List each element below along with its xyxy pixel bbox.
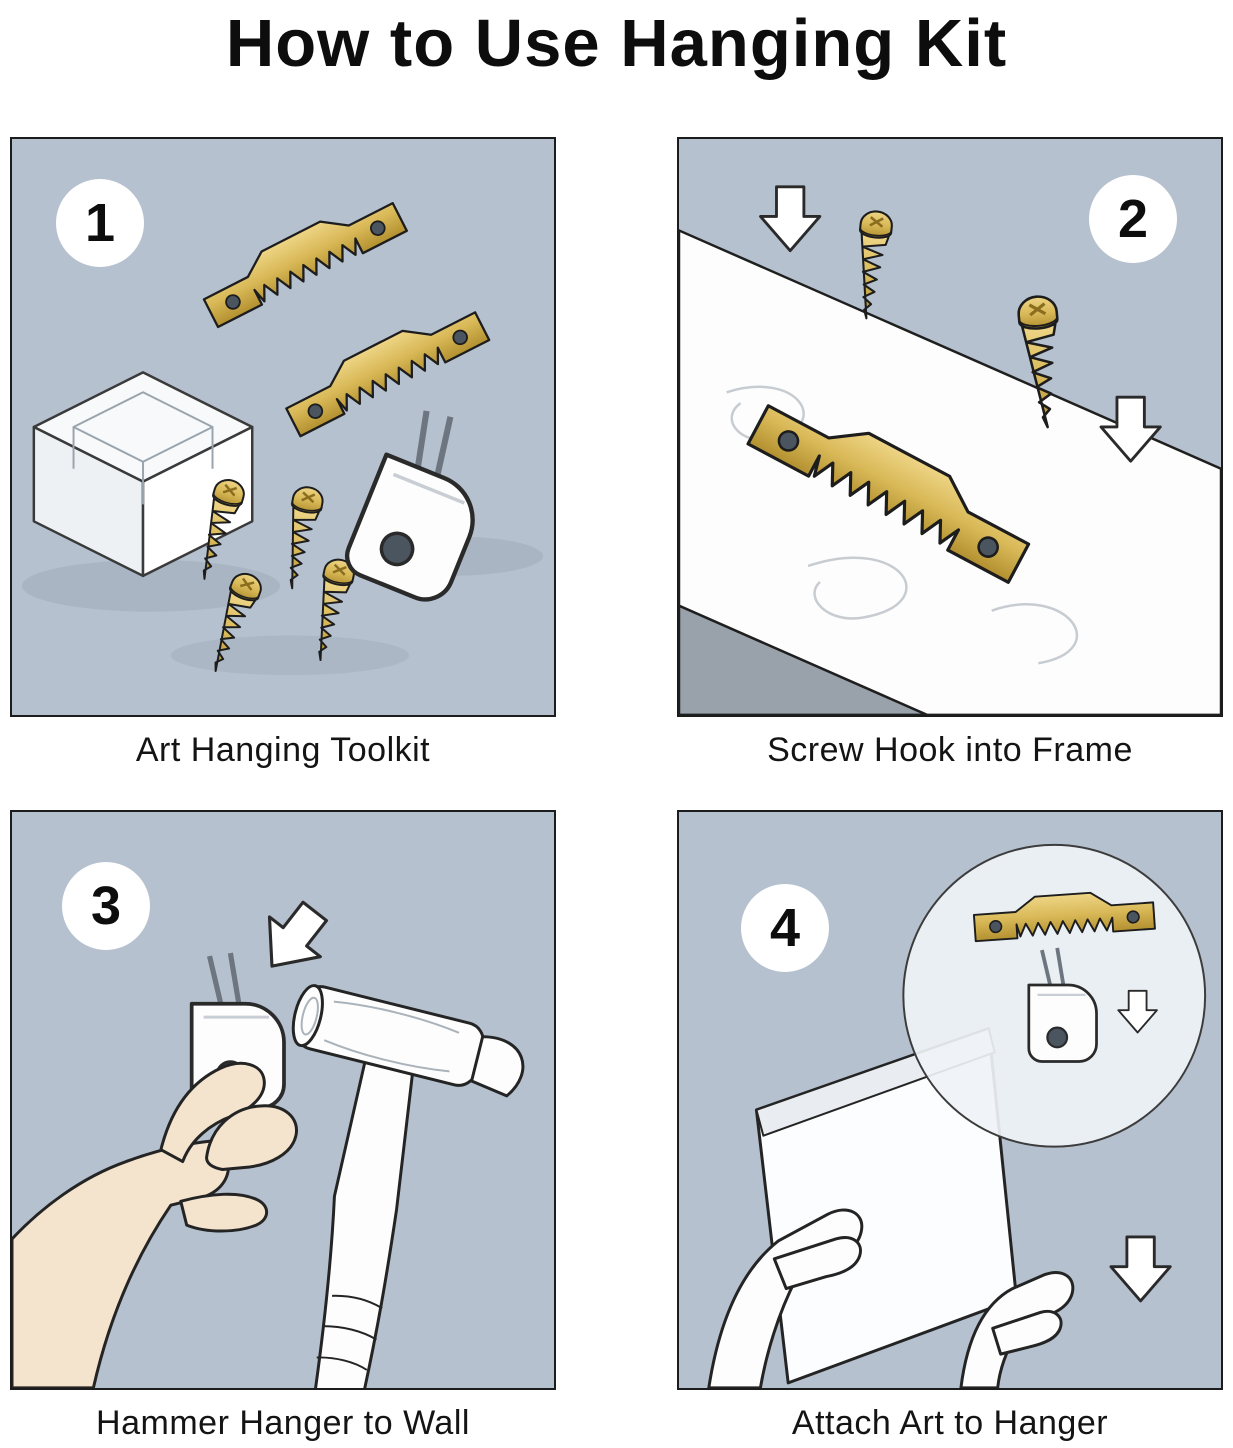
panel-caption: Hammer Hanger to Wall xyxy=(96,1404,470,1443)
hand-icon xyxy=(12,1061,298,1389)
panel-caption: Attach Art to Hanger xyxy=(791,1404,1109,1443)
sawtooth-hanger-icon xyxy=(277,296,491,438)
wall-hook-icon xyxy=(341,400,509,608)
shadow xyxy=(21,560,281,612)
step-number-badge: 1 xyxy=(56,179,144,268)
shadow xyxy=(170,635,410,676)
sawtooth-hanger-icon xyxy=(195,187,408,329)
panel-2-image: 2 xyxy=(677,137,1223,718)
panel-1: 1 Art Hanging Toolkit xyxy=(10,137,556,770)
screw-into-frame-illustration xyxy=(679,185,1221,716)
panel-4: 4 Attach Art to Hanger xyxy=(677,810,1223,1443)
step-number-badge: 2 xyxy=(1089,175,1177,264)
panel-3-image: 3 xyxy=(10,810,556,1391)
hammer-to-wall-illustration xyxy=(12,890,525,1389)
down-arrow-icon xyxy=(759,185,822,253)
hammer-icon xyxy=(291,984,525,1389)
panel-caption: Art Hanging Toolkit xyxy=(135,731,431,770)
panel-caption: Screw Hook into Frame xyxy=(767,731,1133,770)
panel-1-image: 1 xyxy=(10,137,556,718)
panel-4-image: 4 xyxy=(677,810,1223,1391)
step-number-badge: 3 xyxy=(62,862,150,951)
screw-icon xyxy=(849,208,895,322)
attach-art-illustration xyxy=(707,843,1207,1389)
toolkit-box-icon xyxy=(32,371,254,578)
panel-2: 2 Screw Hook into Frame xyxy=(677,137,1223,770)
screw-icon xyxy=(276,483,326,593)
frame-board-icon xyxy=(679,229,1221,716)
page-title: How to Use Hanging Kit xyxy=(225,6,1008,81)
down-arrow-icon xyxy=(1109,1235,1172,1303)
down-arrow-icon xyxy=(245,890,342,988)
panel-3: 3 Hammer Hanger to Wall xyxy=(10,810,556,1443)
step-number-badge: 4 xyxy=(741,884,829,973)
hand-icon xyxy=(959,1271,1075,1389)
panel-grid: 1 Art Hanging Toolkit xyxy=(0,137,1233,1443)
hand-icon xyxy=(707,1208,864,1389)
toolkit-illustration xyxy=(21,187,544,678)
